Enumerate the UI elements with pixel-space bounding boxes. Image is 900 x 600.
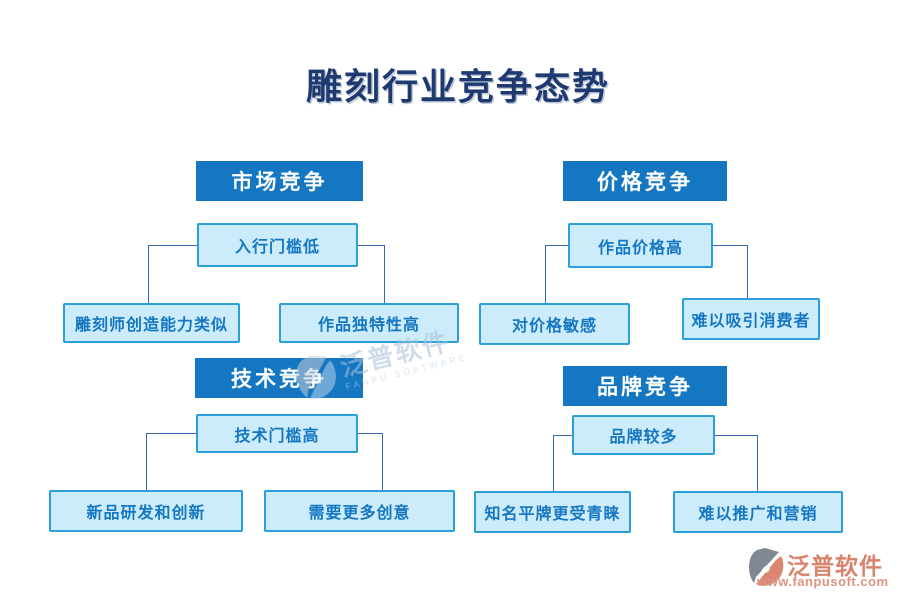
price-right-connector <box>713 245 748 298</box>
tech-effect-left-node: 新品研发和创新 <box>49 490 243 532</box>
price-left-connector <box>545 245 568 303</box>
tech-cause-node: 技术门槛高 <box>196 414 358 453</box>
logo-url-text: www.fanpusoft.com <box>757 574 889 589</box>
fanpu-logo-icon <box>748 547 784 592</box>
fanpu-logo[interactable]: 泛普软件 www.fanpusoft.com <box>748 545 898 593</box>
price-effect-left-node: 对价格敏感 <box>479 303 630 345</box>
market-effect-right-node: 作品独特性高 <box>279 303 459 343</box>
market-effect-left-node: 雕刻师创造能力类似 <box>63 303 240 343</box>
tech-effect-right-node: 需要更多创意 <box>264 490 455 532</box>
tech-left-connector <box>146 433 196 490</box>
brand-effect-left-node: 知名平牌更受青睐 <box>474 491 631 533</box>
brand-left-connector <box>553 435 572 491</box>
market-cause-node: 入行门槛低 <box>197 223 358 267</box>
page-title: 雕刻行业竞争态势 <box>305 66 610 108</box>
market-section-header: 市场竞争 <box>196 161 363 201</box>
brand-right-connector <box>715 435 758 491</box>
brand-cause-node: 品牌较多 <box>572 415 715 455</box>
brand-section-header: 品牌竞争 <box>563 366 727 406</box>
market-right-connector <box>358 245 385 303</box>
tech-right-connector <box>358 433 383 490</box>
price-section-header: 价格竞争 <box>563 161 727 201</box>
price-cause-node: 作品价格高 <box>568 223 713 268</box>
logo-brand-text: 泛普软件 <box>787 553 883 579</box>
brand-effect-right-node: 难以推广和营销 <box>673 491 843 533</box>
market-left-connector <box>148 245 197 303</box>
price-effect-right-node: 难以吸引消费者 <box>682 298 820 340</box>
tech-section-header: 技术竞争 <box>195 358 363 398</box>
